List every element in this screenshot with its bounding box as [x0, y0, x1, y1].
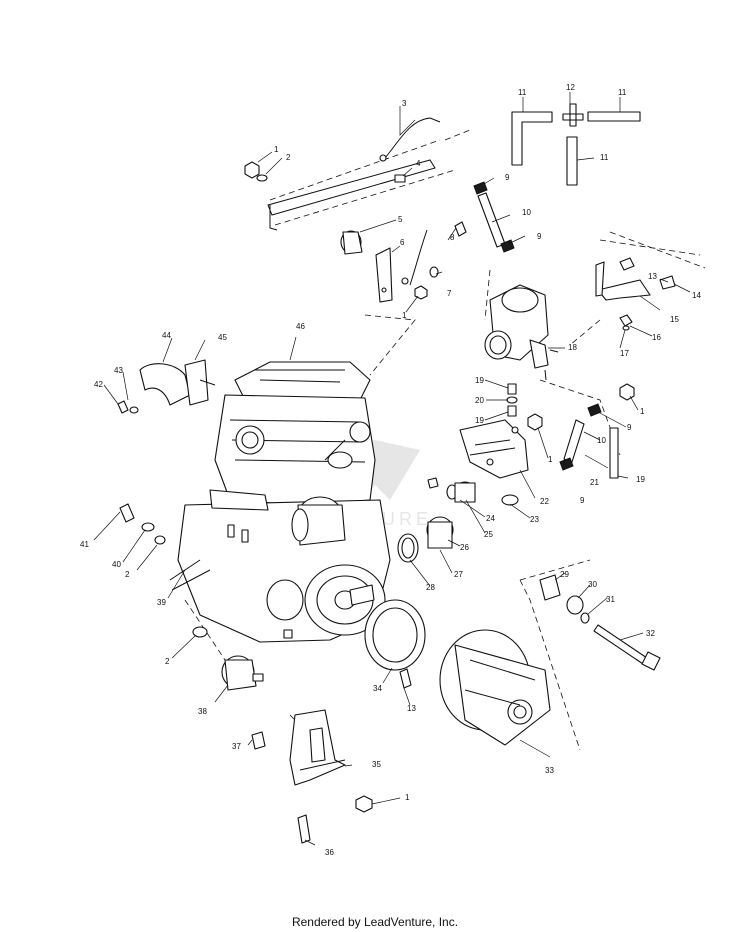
callout-9: 9	[505, 173, 510, 182]
callout-1-b: 1	[402, 311, 407, 320]
vent-hose-elbow	[511, 111, 553, 166]
callout-1: 1	[274, 145, 279, 154]
callout-28: 28	[426, 583, 435, 592]
intake-hardware	[117, 400, 139, 414]
callout-24: 24	[486, 514, 495, 523]
callout-25: 25	[484, 530, 493, 539]
callout-2-b: 2	[125, 570, 130, 579]
callout-19-c: 19	[636, 475, 645, 484]
footer-credit: Rendered by LeadVenture, Inc.	[291, 915, 459, 929]
callout-11: 11	[518, 88, 527, 97]
callout-35: 35	[372, 760, 381, 769]
callout-10-b: 10	[597, 436, 606, 445]
callout-38: 38	[198, 707, 207, 716]
callout-9-c: 9	[627, 423, 632, 432]
rubber-mount-5	[340, 230, 363, 255]
engine-block	[177, 361, 391, 643]
callout-17: 17	[620, 349, 629, 358]
carb-bracket	[595, 257, 676, 331]
callout-32: 32	[646, 629, 655, 638]
callout-14: 14	[692, 291, 701, 300]
engine-mount-bracket	[251, 709, 373, 844]
callout-36: 36	[325, 848, 334, 857]
callout-10: 10	[522, 208, 531, 217]
carb-isolators	[397, 477, 519, 563]
callout-9-d: 9	[580, 496, 585, 505]
callout-42: 42	[94, 380, 103, 389]
engine-mount-38	[192, 626, 264, 691]
callout-13-b: 13	[407, 704, 416, 713]
callout-21: 21	[590, 478, 599, 487]
clutch-hardware	[539, 574, 661, 671]
callout-33: 33	[545, 766, 554, 775]
exploded-parts-diagram: VENTURE	[80, 83, 706, 857]
callout-12: 12	[566, 83, 575, 92]
callout-30: 30	[588, 580, 597, 589]
callout-11-c: 11	[600, 153, 609, 162]
callout-40: 40	[112, 560, 121, 569]
cable-bracket	[375, 247, 393, 303]
callout-31: 31	[606, 595, 615, 604]
callout-18: 18	[568, 343, 577, 352]
callout-29: 29	[560, 570, 569, 579]
callout-45: 45	[218, 333, 227, 342]
callout-3: 3	[402, 99, 407, 108]
clutch-cover-ring	[364, 599, 426, 689]
hardware-top	[244, 161, 467, 300]
spacer-stack	[506, 383, 518, 417]
callout-1-e: 1	[405, 793, 410, 802]
callout-16: 16	[652, 333, 661, 342]
vent-hose-tee	[562, 103, 584, 127]
callout-1-d: 1	[548, 455, 553, 464]
callout-44: 44	[162, 331, 171, 340]
callout-2-c: 2	[165, 657, 170, 666]
callout-37: 37	[232, 742, 241, 751]
callout-23: 23	[530, 515, 539, 524]
callout-labels: 1 2 3 4 5 6 7 8 9 10 11 12 13 14 15 16 1…	[80, 83, 701, 857]
callout-39: 39	[157, 598, 166, 607]
callout-15: 15	[670, 315, 679, 324]
callout-4: 4	[416, 159, 421, 168]
left-hardware	[119, 503, 211, 591]
callout-22: 22	[540, 497, 549, 506]
callout-2: 2	[286, 153, 291, 162]
intake-elbow	[139, 359, 216, 406]
callout-34: 34	[373, 684, 382, 693]
carburetor	[484, 284, 559, 381]
callout-46: 46	[296, 322, 305, 331]
callout-43: 43	[114, 366, 123, 375]
callout-41: 41	[80, 540, 89, 549]
callout-5: 5	[398, 215, 403, 224]
callout-11-b: 11	[618, 88, 627, 97]
leader-lines	[93, 92, 691, 846]
vent-hose-straight	[566, 111, 641, 186]
fuel-line-lower	[559, 403, 619, 479]
callout-26: 26	[460, 543, 469, 552]
callout-27: 27	[454, 570, 463, 579]
callout-20: 20	[475, 396, 484, 405]
callout-6: 6	[400, 238, 405, 247]
throttle-cable	[379, 117, 441, 286]
callout-13: 13	[648, 272, 657, 281]
callout-7: 7	[447, 289, 452, 298]
callout-8: 8	[450, 233, 455, 242]
mount-nut-right	[527, 383, 635, 431]
callout-19-b: 19	[475, 416, 484, 425]
fuel-line-upper	[473, 181, 515, 253]
carb-mount-plate	[459, 419, 529, 479]
callout-1-c: 1	[640, 407, 645, 416]
callout-19: 19	[475, 376, 484, 385]
callout-9-b: 9	[537, 232, 542, 241]
drive-clutch	[439, 629, 551, 746]
